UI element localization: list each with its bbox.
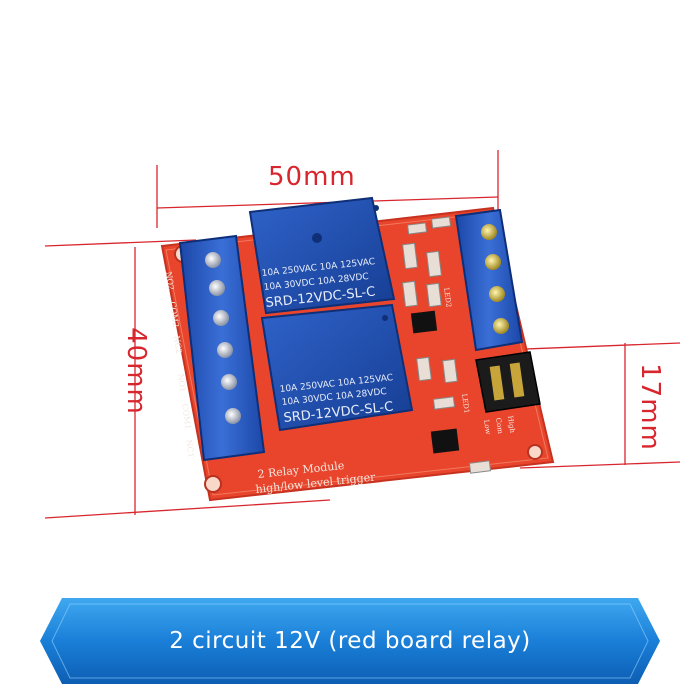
output-terminal-block bbox=[178, 234, 266, 462]
height-dimension-label: 40mm bbox=[120, 327, 151, 415]
terminal-screw bbox=[209, 280, 225, 296]
led-label-2: LED2 bbox=[442, 287, 453, 308]
banner-text: 2 circuit 12V (red board relay) bbox=[169, 628, 531, 654]
terminal-screw bbox=[225, 408, 241, 424]
depth-dimension-label: 17mm bbox=[634, 363, 665, 451]
jumper-header bbox=[475, 351, 541, 413]
relay-1: 10A 250VAC 10A 125VAC 10A 30VDC 10A 28VD… bbox=[248, 196, 396, 315]
pin-label-nc1: NC1 bbox=[184, 439, 195, 458]
pin-label-no2: NO2 bbox=[164, 271, 176, 291]
mounting-hole bbox=[204, 475, 222, 493]
width-dimension-label: 50mm bbox=[268, 162, 356, 192]
mounting-hole bbox=[527, 444, 543, 460]
pin-label-nc2: NC2 bbox=[172, 335, 183, 354]
terminal-screw bbox=[481, 224, 497, 240]
jumper-label-com: Com bbox=[494, 417, 504, 435]
caption-banner: 2 circuit 12V (red board relay) bbox=[40, 598, 660, 684]
terminal-screw bbox=[493, 318, 509, 334]
smd-components bbox=[402, 216, 492, 474]
input-terminal-block bbox=[454, 208, 524, 352]
relay-2: 10A 250VAC 10A 125VAC 10A 30VDC 10A 28VD… bbox=[260, 303, 414, 432]
jumper-label-low: Low bbox=[482, 419, 492, 435]
terminal-screw bbox=[489, 286, 505, 302]
optocoupler-chip bbox=[430, 428, 460, 454]
terminal-screw bbox=[217, 342, 233, 358]
terminal-screw bbox=[485, 254, 501, 270]
terminal-screw bbox=[221, 374, 237, 390]
jumper-label-high: High bbox=[506, 415, 516, 434]
pin-label-no1: NO1 bbox=[176, 373, 188, 393]
terminal-screw bbox=[205, 252, 221, 268]
terminal-screw bbox=[213, 310, 229, 326]
pin-label-com2: COM2 bbox=[168, 301, 181, 328]
led-label-1: LED1 bbox=[460, 393, 471, 414]
optocoupler-chip bbox=[410, 310, 438, 334]
banner-ribbon bbox=[40, 598, 660, 684]
pin-label-com1: COM1 bbox=[180, 403, 193, 430]
